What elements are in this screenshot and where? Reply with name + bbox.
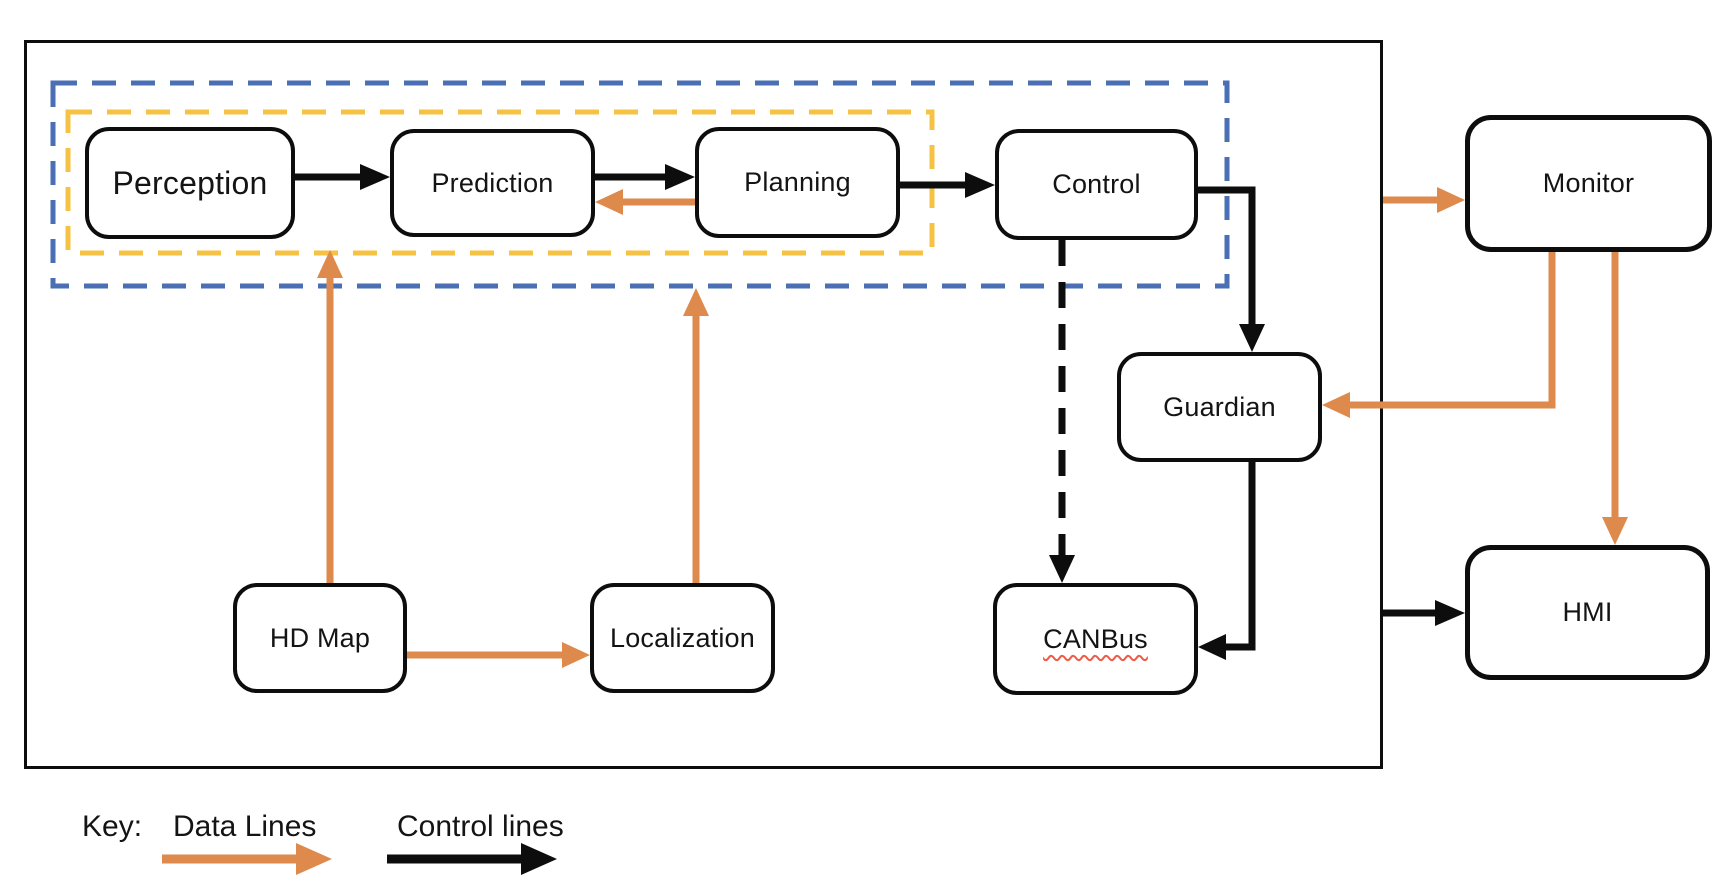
node-canbus-label: CANBus — [1043, 623, 1148, 654]
node-hmi-label: HMI — [1562, 597, 1613, 627]
arrow-boundary-to-hmi — [1383, 600, 1465, 626]
arrow-localization-to-modules — [683, 288, 709, 583]
node-planning-label: Planning — [744, 167, 851, 197]
node-hd-map-label: HD Map — [269, 622, 371, 653]
node-hd-map: HD Map — [233, 583, 407, 693]
arrow-hdmap-to-localization — [407, 642, 590, 668]
arrow-planning-to-control — [900, 172, 995, 198]
node-perception: Perception — [85, 127, 295, 239]
key-title: Key: — [82, 810, 143, 843]
node-planning: Planning — [695, 127, 900, 238]
arrow-hdmap-to-modules — [317, 250, 343, 583]
key-data-lines-label: Data Lines — [173, 810, 317, 843]
yellow-dashed-group-outline — [65, 109, 935, 256]
node-monitor-label: Monitor — [1542, 168, 1635, 198]
key-data-line-arrow — [162, 843, 332, 875]
node-prediction-label: Prediction — [431, 167, 554, 198]
node-guardian: Guardian — [1117, 352, 1322, 462]
node-localization-label: Localization — [610, 622, 755, 653]
node-guardian-label: Guardian — [1163, 391, 1276, 422]
arrow-monitor-to-guardian — [1322, 252, 1556, 418]
arrow-perception-to-prediction — [295, 164, 390, 190]
blue-dashed-group-outline — [50, 80, 1230, 289]
arrow-guardian-to-canbus — [1198, 462, 1256, 660]
node-control: Control — [995, 129, 1198, 240]
arrow-monitor-to-hmi — [1602, 252, 1628, 545]
node-control-label: Control — [1052, 169, 1141, 199]
node-monitor: Monitor — [1465, 115, 1712, 252]
dashed-arrow-control-to-canbus — [1049, 240, 1075, 583]
arrow-prediction-to-planning — [595, 164, 695, 190]
key-control-lines-label: Control lines — [397, 810, 564, 843]
node-canbus: CANBus — [993, 583, 1198, 695]
arrow-boundary-to-monitor — [1383, 187, 1465, 213]
node-prediction: Prediction — [390, 129, 595, 237]
node-perception-label: Perception — [112, 164, 268, 201]
node-hmi: HMI — [1465, 545, 1710, 680]
key-control-line-arrow — [387, 843, 557, 875]
node-localization: Localization — [590, 583, 775, 693]
arrow-control-to-guardian — [1198, 186, 1265, 352]
arrow-planning-to-prediction — [595, 189, 695, 215]
